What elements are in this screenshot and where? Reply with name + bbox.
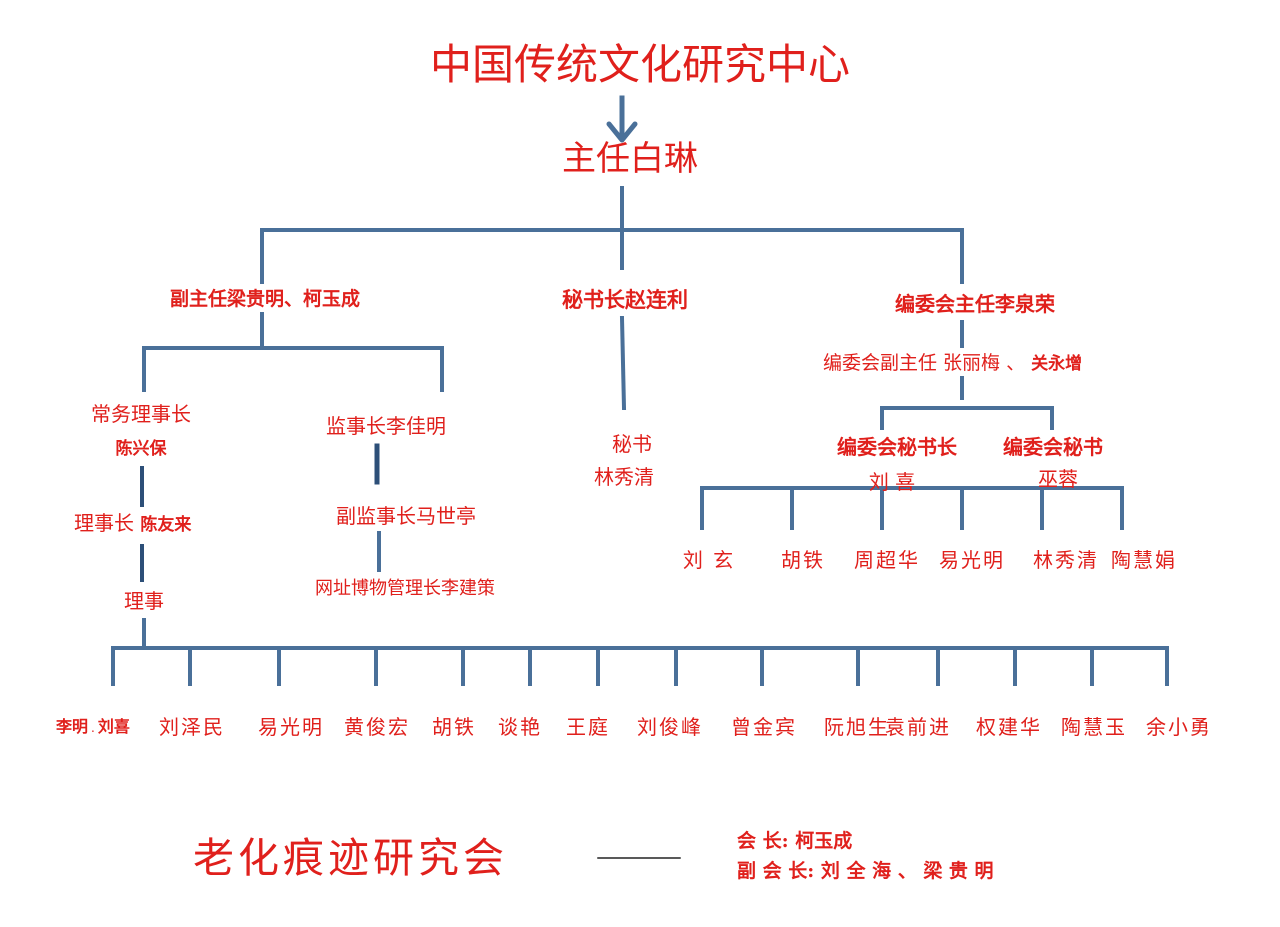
connector-line [619,315,627,411]
executive-director-name: 陈兴保 [115,439,167,459]
editorial-member: 周超华 [854,548,920,572]
board-first-sep: . [91,721,95,735]
chief-supervisor: 监事长李佳明 [326,414,446,438]
museum-manager: 网址博物管理长李建策 [315,578,495,599]
board-member: 刘俊峰 [637,715,703,739]
board-member: 易光明 [258,715,324,739]
editorial-secretary-name: 巫蓉 [1038,467,1078,491]
editorial-member: 陶慧娟 [1111,548,1177,572]
editorial-member: 易光明 [939,548,1005,572]
board-member: 曾金宾 [731,715,797,739]
editorial-member: 林秀清 [1033,548,1099,572]
editorial-deputy-label: 编委会副主任 张丽梅 [823,352,1001,374]
association-name: 老化痕迹研究会 [193,834,508,882]
board-member: 权建华 [976,715,1042,739]
board-member: 刘泽民 [159,715,225,739]
secretary-general: 秘书长赵连利 [562,288,688,312]
director-title: 主任白琳 [562,139,698,179]
arrow-head [606,121,638,143]
chairman-name: 陈友来 [140,515,192,535]
association-president: 会 长: 柯玉成 [737,830,853,852]
board-member: 王庭 [566,715,610,739]
editorial-deputy-sep: 、 [1006,352,1026,374]
board-first-names: 李明 [56,717,89,736]
editorial-sec-general-name: 刘 喜 [868,470,916,494]
editorial-deputy: 编委会副主任 张丽梅 、 关永增 [823,354,1082,373]
chairman: 理事长 陈友来 [74,513,191,534]
deputy-supervisor: 副监事长马世亭 [336,504,476,528]
editorial-member: 胡铁 [781,548,825,572]
secretary-label: 秘书 [612,432,652,456]
board-member: 黄俊宏 [344,715,410,739]
editorial-member: 刘 玄 [682,548,736,572]
board-member: 陶慧玉 [1061,715,1127,739]
board-member: 袁前进 [885,715,951,739]
board-first: 李明.刘喜 [56,718,130,736]
editorial-sec-general-label: 编委会秘书长 [837,435,957,459]
board-first-second: 刘喜 [97,717,130,736]
directors-label: 理事 [124,589,164,613]
association-vice-president: 副 会 长: 刘 全 海 、 梁 贵 明 [737,860,994,882]
chairman-label: 理事长 [74,511,134,535]
board-member: 谈艳 [498,715,542,739]
editorial-director: 编委会主任李泉荣 [895,292,1055,316]
editorial-secretary-label: 编委会秘书 [1003,435,1103,459]
executive-director-label: 常务理事长 [91,402,191,426]
board-member: 胡铁 [432,715,476,739]
center-title: 中国传统文化研究中心 [429,40,851,89]
secretary-name: 林秀清 [594,465,654,489]
deputy-directors: 副主任梁贵明、柯玉成 [169,288,361,310]
editorial-deputy-name: 关永增 [1031,354,1083,374]
board-member: 余小勇 [1146,715,1212,739]
board-member: 阮旭生 [824,715,890,739]
